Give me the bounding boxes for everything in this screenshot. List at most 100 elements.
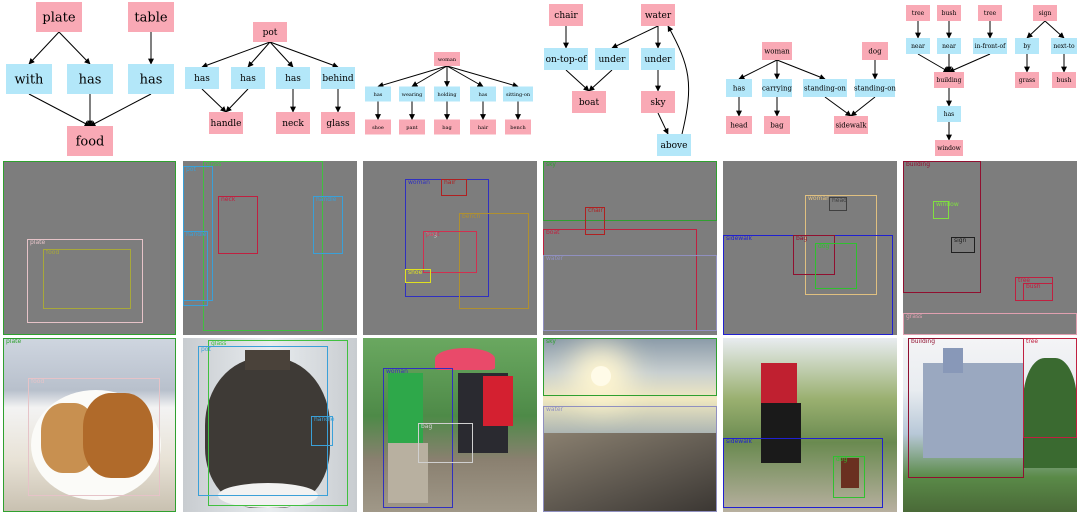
layout-box-water: water — [543, 255, 717, 331]
node-label: in-front-of — [975, 43, 1006, 50]
photo-box-label: woman — [386, 368, 408, 375]
node-label: dog — [868, 47, 882, 55]
node-label: standing-on — [854, 84, 896, 92]
node-label: above — [661, 141, 688, 151]
graph-edge — [566, 70, 589, 91]
photo-box-label: bag — [421, 423, 432, 430]
node-label: bench — [510, 125, 526, 131]
node-label: sidewalk — [835, 121, 867, 129]
photo-box-bag: bag — [418, 423, 473, 463]
layout-box-label: dog — [818, 243, 829, 250]
node-label: boat — [579, 98, 600, 108]
photo-box-dog: dog — [833, 456, 865, 498]
layout-box-bush: bush — [1023, 283, 1053, 301]
photo-box-water: water — [543, 406, 717, 512]
layout-box-handle: handle — [313, 196, 343, 254]
graph-edge — [918, 54, 949, 72]
node-label: head — [730, 121, 748, 129]
graph-edge — [851, 97, 875, 116]
node-label: bag — [442, 125, 452, 131]
node-label: shoe — [372, 125, 384, 131]
layout-box-sign: sign — [951, 237, 975, 253]
node-label: neck — [282, 119, 304, 129]
node-label: near — [942, 43, 956, 50]
node-label: has — [194, 74, 210, 84]
photo-box-label: sidewalk — [726, 438, 752, 445]
photo-panel-1: plate food — [3, 338, 176, 512]
graph-edge — [412, 66, 447, 87]
layout-box-label: hair — [444, 179, 456, 186]
layout-box-label: head — [832, 197, 847, 204]
node-label: glass — [326, 119, 350, 129]
node-label: has — [79, 73, 102, 88]
scene-graph-2: pothashashasbehindhandleneckglass — [185, 22, 355, 134]
layout-box-neck: neck — [218, 196, 258, 254]
node-label: sign — [1039, 10, 1052, 17]
graph-edge — [447, 66, 518, 87]
graph-edge — [202, 42, 270, 67]
photo-panel-3: woman bag — [363, 338, 537, 512]
node-label: hair — [478, 125, 489, 131]
photo-box-building: building — [908, 338, 1024, 478]
node-label: wearing — [402, 92, 423, 98]
node-label: tree — [912, 10, 925, 17]
layout-box-label: sign — [954, 237, 966, 244]
graph-edge — [90, 94, 151, 126]
graph-edge — [59, 32, 90, 64]
layout-box-label: chair — [588, 207, 603, 214]
node-label: sky — [650, 98, 666, 108]
node-label: behind — [322, 74, 354, 84]
layout-box-dog: dog — [815, 243, 857, 289]
layout-box-label: woman — [408, 179, 430, 186]
node-label: has — [140, 73, 163, 88]
scene-graph-row: platetablewithhashasfoodpothashashasbehi… — [0, 0, 1080, 160]
graph-edge — [202, 89, 226, 112]
photo-box-label: building — [911, 338, 935, 345]
node-label: has — [733, 84, 746, 92]
graph-edge — [739, 60, 777, 79]
node-label: bush — [942, 10, 957, 17]
node-label: near — [911, 43, 925, 50]
layout-box-label: pot — [186, 166, 196, 173]
layout-box-label: food — [46, 249, 59, 256]
node-label: building — [936, 77, 961, 84]
photo-box-label: food — [31, 378, 44, 385]
graph-edge — [668, 26, 689, 134]
graph-edge — [825, 97, 851, 116]
layout-box-label: water — [546, 255, 563, 262]
layout-box-label: sky — [546, 161, 556, 168]
node-label: standing-on — [804, 84, 846, 92]
node-label: with — [15, 73, 45, 88]
layout-panel-5: womanheadsidewalkbagdog — [723, 161, 897, 335]
graph-edge — [589, 70, 612, 91]
layout-box-label: bush — [1026, 283, 1041, 290]
layout-box-handle: handle — [183, 231, 208, 306]
layout-box-label: handle — [316, 196, 336, 203]
node-label: bag — [770, 121, 784, 129]
layout-box-hair: hair — [441, 179, 467, 196]
layout-box-label: woman — [808, 195, 830, 202]
layout-box-label: boat — [546, 229, 560, 236]
node-label: has — [374, 92, 383, 98]
layout-box-label: building — [906, 161, 930, 168]
photo-panel-4: sky water — [543, 338, 717, 512]
graph-edge — [1027, 21, 1045, 38]
node-label: woman — [438, 57, 457, 63]
node-label: water — [645, 11, 672, 21]
layout-panel-4: sky chair boat water — [543, 161, 717, 335]
layout-box-grass: grass — [903, 313, 1077, 335]
photo-box-sky: sky — [543, 338, 717, 396]
layout-box-food: food — [43, 249, 131, 309]
graph-edge — [447, 66, 483, 87]
photo-box-label: dog — [836, 456, 847, 463]
graph-edge — [777, 60, 825, 79]
node-label: by — [1023, 43, 1031, 50]
node-label: next-to — [1053, 43, 1075, 50]
node-label: woman — [764, 47, 790, 55]
node-label: sitting-on — [506, 92, 531, 98]
layout-box-shoe: shoe — [405, 269, 431, 283]
node-label: plate — [42, 11, 75, 26]
photo-box-label: plate — [6, 338, 21, 345]
